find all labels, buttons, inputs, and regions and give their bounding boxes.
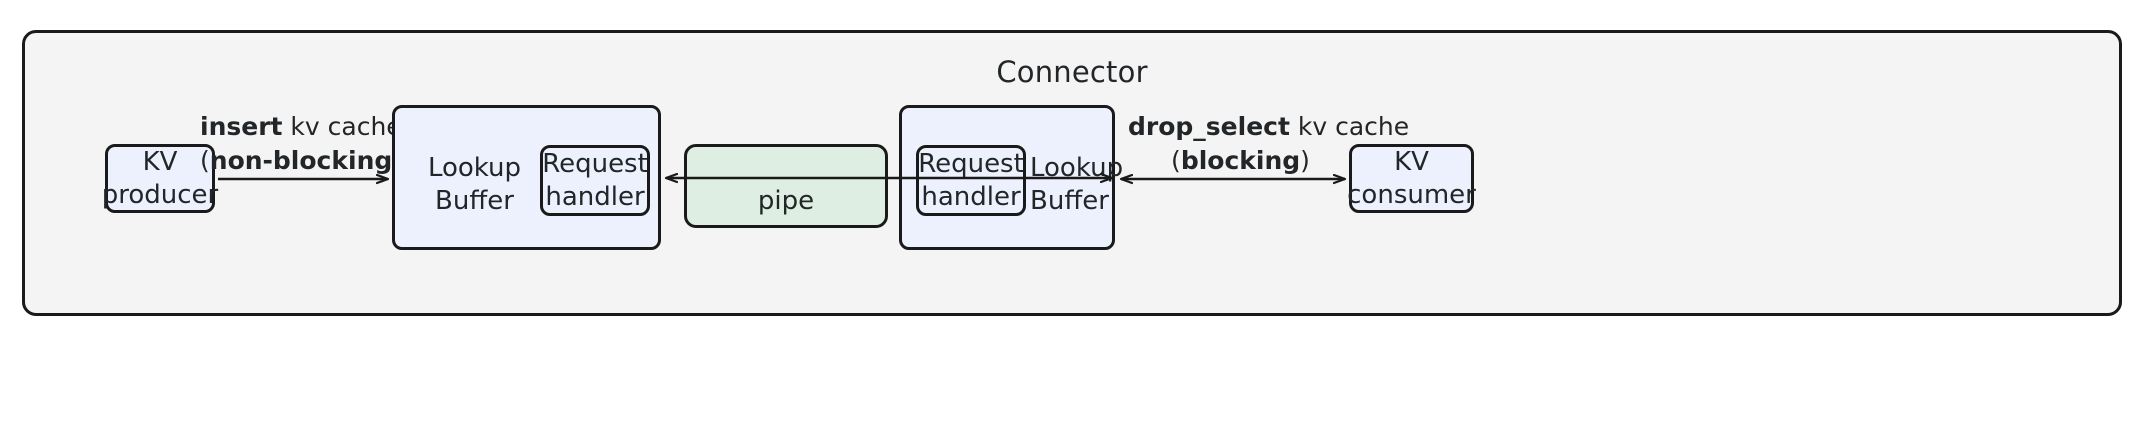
node-left-lookup-buffer-label: Lookup Buffer: [427, 153, 522, 216]
node-pipe-label: pipe: [757, 185, 815, 216]
node-left-lookup-buffer[interactable]: Lookup Buffer Request handler: [392, 105, 661, 250]
node-left-request-handler-label: Request handler: [542, 148, 648, 212]
node-right-request-handler[interactable]: Request handler: [916, 145, 1026, 216]
node-kv-consumer-label: KV consumer: [1347, 146, 1476, 210]
edge-label-drop-select: drop_select kv cache (blocking): [1128, 110, 1409, 178]
edge-label-drop-select-plain: kv cache: [1289, 112, 1410, 141]
node-right-request-handler-label: Request handler: [918, 148, 1024, 212]
connector-title: Connector: [996, 55, 1148, 89]
edge-label-drop-select-line1: drop_select kv cache: [1128, 110, 1409, 144]
edge-label-insert-bold: insert: [200, 112, 283, 141]
node-kv-producer[interactable]: KV producer: [102, 144, 218, 213]
node-pipe[interactable]: pipe: [684, 144, 888, 228]
node-right-lookup-buffer[interactable]: Request handler Lookup Buffer: [899, 105, 1124, 250]
edge-label-insert: insert kv cache (non-blocking): [200, 110, 402, 178]
edge-label-insert-line2: (non-blocking): [200, 144, 402, 178]
edge-label-insert-line1: insert kv cache: [200, 110, 402, 144]
paren-open: (: [200, 146, 210, 175]
node-kv-producer-label: KV producer: [101, 146, 219, 210]
edge-label-drop-select-bold: drop_select: [1128, 112, 1290, 141]
edge-label-insert-plain: kv cache: [282, 112, 402, 141]
edge-label-insert-bold2: non-blocking: [209, 146, 393, 175]
edge-label-drop-select-line2: (blocking): [1128, 144, 1353, 178]
edge-label-drop-select-bold2: blocking: [1180, 146, 1301, 175]
node-right-lookup-buffer-label: Lookup Buffer: [1030, 153, 1124, 216]
node-kv-consumer[interactable]: KV consumer: [1347, 144, 1476, 213]
paren-close-2: ): [1300, 146, 1310, 175]
paren-open-2: (: [1171, 146, 1181, 175]
node-left-request-handler[interactable]: Request handler: [540, 145, 650, 216]
